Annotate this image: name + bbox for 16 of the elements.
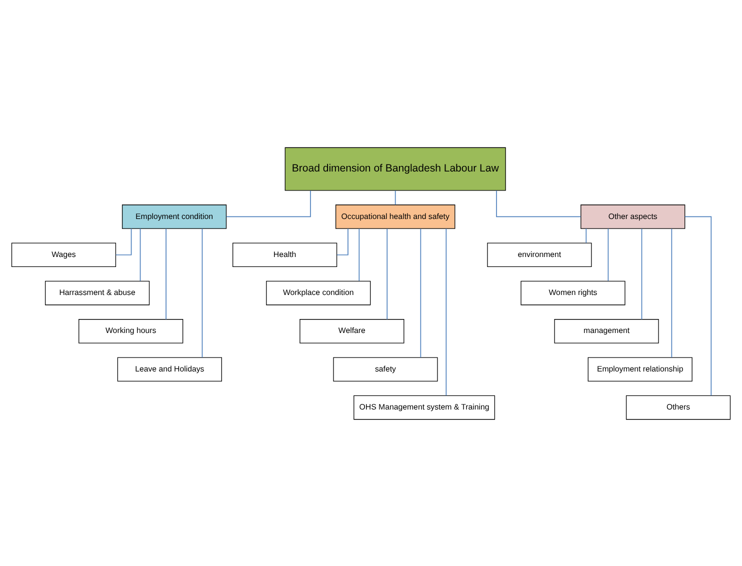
connector	[671, 228, 672, 358]
node-box: Broad dimension of Bangladesh Labour Law	[284, 146, 506, 190]
connector	[358, 228, 360, 281]
connector	[226, 190, 311, 217]
connector	[684, 216, 712, 396]
connector	[496, 190, 582, 217]
connector	[586, 228, 587, 243]
connector	[202, 228, 203, 358]
connector	[394, 190, 396, 205]
connector	[386, 228, 388, 320]
connector	[420, 228, 422, 358]
connector	[140, 228, 141, 281]
connector	[446, 228, 447, 396]
connector	[641, 228, 642, 320]
connector	[608, 228, 609, 281]
connector	[115, 228, 132, 255]
